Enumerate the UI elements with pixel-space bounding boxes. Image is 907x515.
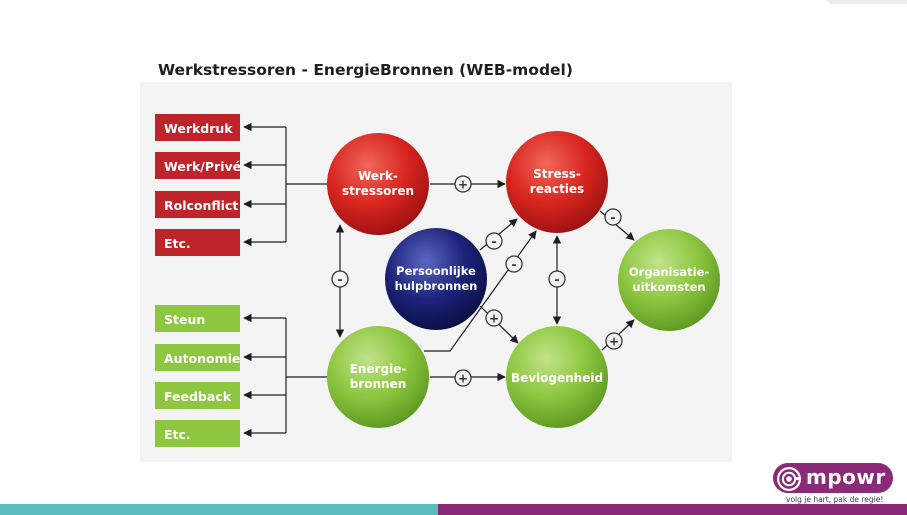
stressor-box-label: Werkdruk bbox=[164, 121, 233, 136]
node-label-line: bronnen bbox=[350, 377, 407, 391]
sign-label: + bbox=[609, 335, 619, 349]
sign-label: - bbox=[611, 211, 616, 225]
top-corner-tab bbox=[828, 0, 907, 4]
logo-tagline: volg je hart, pak de regie! bbox=[786, 495, 884, 504]
plus-sign-badge: + bbox=[454, 175, 472, 193]
stressor-box-label: Werk/Privé bbox=[164, 159, 241, 174]
organisatie-uitkomsten-node: Organisatie- uitkomsten bbox=[618, 229, 720, 331]
sign-label: + bbox=[489, 312, 499, 326]
resource-box: Steun bbox=[155, 305, 240, 332]
resource-box-label: Feedback bbox=[164, 389, 232, 404]
node-label-line: Organisatie- bbox=[629, 265, 709, 279]
node-label-line: hulpbronnen bbox=[395, 279, 478, 293]
plus-sign-badge: + bbox=[454, 369, 472, 387]
stressor-box-label: Etc. bbox=[164, 236, 191, 251]
resource-box-label: Autonomie bbox=[164, 351, 240, 366]
logo-pill: mpowr bbox=[773, 463, 893, 493]
stressor-box: Werk/Privé bbox=[155, 152, 241, 179]
swirl-icon bbox=[777, 467, 801, 491]
stressor-box: Werkdruk bbox=[155, 114, 240, 141]
minus-sign-badge: - bbox=[485, 232, 503, 250]
sign-label: - bbox=[555, 273, 560, 287]
sign-label: - bbox=[338, 273, 343, 287]
stressreacties-node: Stress- reacties bbox=[506, 131, 608, 233]
stressor-box: Rolconflict bbox=[155, 191, 240, 218]
footer-stripe-teal bbox=[0, 504, 438, 515]
energiebronnen-node: Energie- bronnen bbox=[327, 326, 429, 428]
sign-label: - bbox=[492, 235, 497, 249]
node-label-line: Werk- bbox=[358, 169, 398, 183]
sign-label: + bbox=[458, 178, 468, 192]
footer-stripe-purple bbox=[438, 504, 907, 515]
sign-label: + bbox=[458, 372, 468, 386]
resource-box: Autonomie bbox=[155, 344, 240, 371]
minus-sign-badge: - bbox=[505, 255, 523, 273]
node-label-line: reacties bbox=[530, 182, 584, 196]
node-label-line: uitkomsten bbox=[632, 280, 705, 294]
plus-sign-badge: + bbox=[605, 332, 623, 350]
logo-name: mpowr bbox=[806, 465, 886, 489]
resource-box-label: Etc. bbox=[164, 427, 191, 442]
node-label-line: Bevlogenheid bbox=[511, 371, 603, 385]
node-label-line: Persoonlijke bbox=[396, 264, 476, 278]
stressor-box-label: Rolconflict bbox=[164, 198, 238, 213]
persoonlijke-hulpbronnen-node: Persoonlijke hulpbronnen bbox=[385, 228, 487, 330]
resource-box: Feedback bbox=[155, 382, 240, 409]
stressor-box: Etc. bbox=[155, 229, 240, 256]
mpowr-logo[interactable]: mpowr volg je hart, pak de regie! bbox=[773, 462, 895, 504]
node-label-line: stressoren bbox=[342, 184, 414, 198]
node-label-line: Energie- bbox=[350, 362, 407, 376]
minus-sign-badge: - bbox=[331, 270, 349, 288]
diagram-title: Werkstressoren - EnergieBronnen (WEB-mod… bbox=[158, 61, 573, 79]
minus-sign-badge: - bbox=[548, 270, 566, 288]
minus-sign-badge: - bbox=[604, 208, 622, 226]
resource-box: Etc. bbox=[155, 420, 240, 447]
bevlogenheid-node: Bevlogenheid bbox=[506, 326, 608, 428]
plus-sign-badge: + bbox=[485, 309, 503, 327]
node-label-line: Stress- bbox=[533, 167, 581, 181]
resource-box-label: Steun bbox=[164, 312, 205, 327]
werkstressoren-node: Werk- stressoren bbox=[327, 133, 429, 235]
sign-label: - bbox=[512, 258, 517, 272]
